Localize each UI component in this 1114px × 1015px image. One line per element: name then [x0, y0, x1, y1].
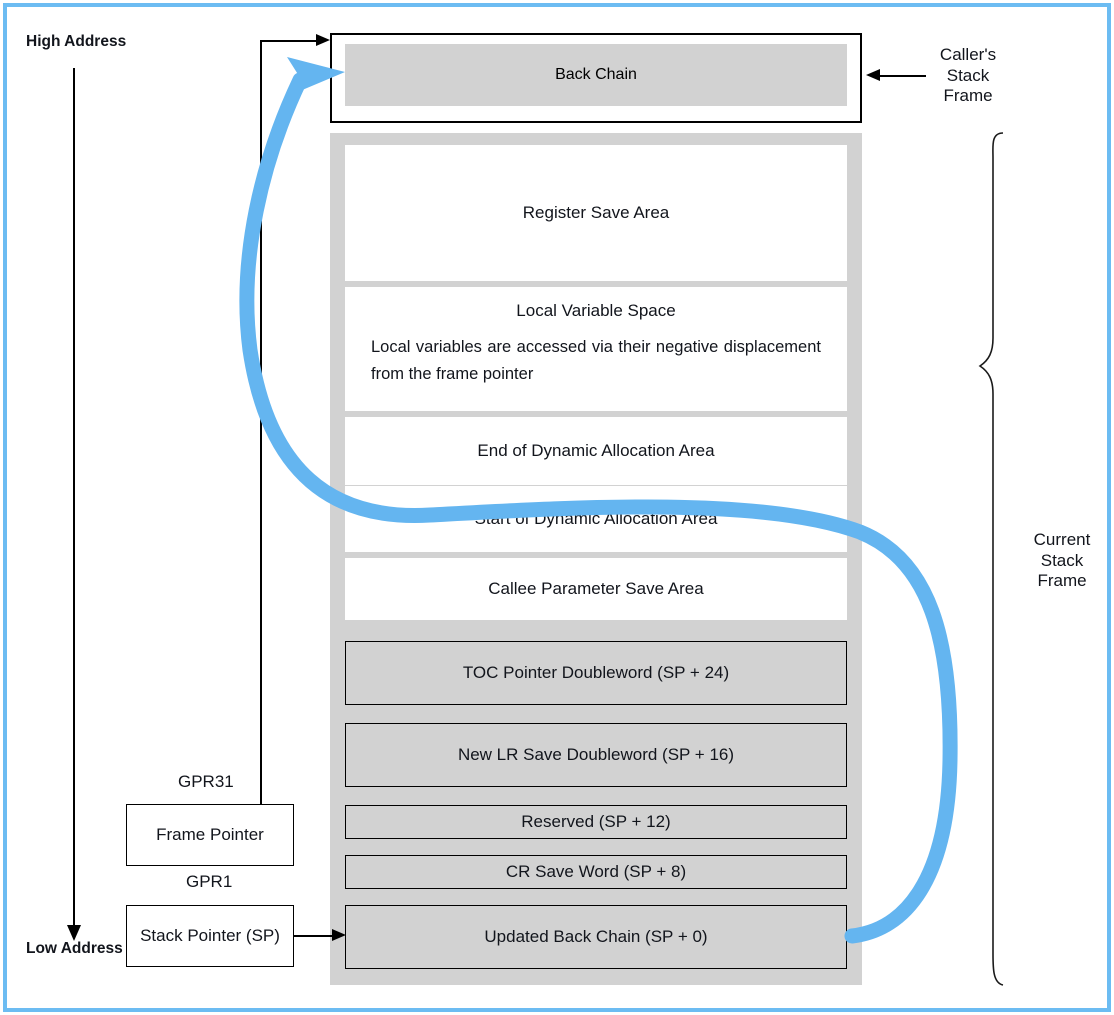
caller-frame-leader-line	[880, 75, 926, 77]
frame-pointer-box[interactable]: Frame Pointer	[126, 804, 294, 866]
local-variable-space-description: Local variables are accessed via their n…	[371, 338, 821, 383]
gpr31-arrowhead-icon	[316, 34, 330, 46]
stack-pointer-box[interactable]: Stack Pointer (SP)	[126, 905, 294, 967]
address-axis-arrowhead-icon	[67, 925, 81, 941]
cell-updated-back-chain[interactable]: Updated Back Chain (SP + 0)	[345, 905, 847, 969]
cell-register-save-area[interactable]: Register Save Area	[345, 145, 847, 281]
low-address-label: Low Address	[26, 940, 123, 957]
caller-frame-arrowhead-icon	[866, 69, 880, 81]
stack-pointer-arrowhead-icon	[332, 929, 346, 941]
caller-stack-frame-annotation: Caller's Stack Frame	[939, 45, 997, 106]
cell-start-dynamic-allocation-area[interactable]: Start of Dynamic Allocation Area	[345, 486, 847, 552]
cell-reserved[interactable]: Reserved (SP + 12)	[345, 805, 847, 839]
cell-toc-pointer-doubleword[interactable]: TOC Pointer Doubleword (SP + 24)	[345, 641, 847, 705]
cell-cr-save-word[interactable]: CR Save Word (SP + 8)	[345, 855, 847, 889]
current-stack-frame-annotation: Current Stack Frame	[1033, 530, 1091, 591]
local-variable-space-title: Local Variable Space	[516, 301, 676, 320]
cell-callee-parameter-save-area[interactable]: Callee Parameter Save Area	[345, 558, 847, 620]
cell-back-chain[interactable]: Back Chain	[345, 44, 847, 106]
gpr31-connector-vertical	[260, 40, 262, 805]
cell-new-lr-save-doubleword[interactable]: New LR Save Doubleword (SP + 16)	[345, 723, 847, 787]
high-address-label: High Address	[26, 33, 127, 50]
current-stack-frame-container: Register Save Area Local Variable Space …	[330, 133, 862, 985]
register-label-gpr1: GPR1	[186, 872, 233, 891]
register-label-gpr31: GPR31	[178, 772, 234, 791]
cell-local-variable-space[interactable]: Local Variable Space Local variables are…	[345, 287, 847, 411]
gpr31-connector-horizontal	[260, 40, 322, 42]
cell-end-dynamic-allocation-area[interactable]: End of Dynamic Allocation Area	[345, 417, 847, 485]
address-axis-line	[73, 68, 75, 928]
